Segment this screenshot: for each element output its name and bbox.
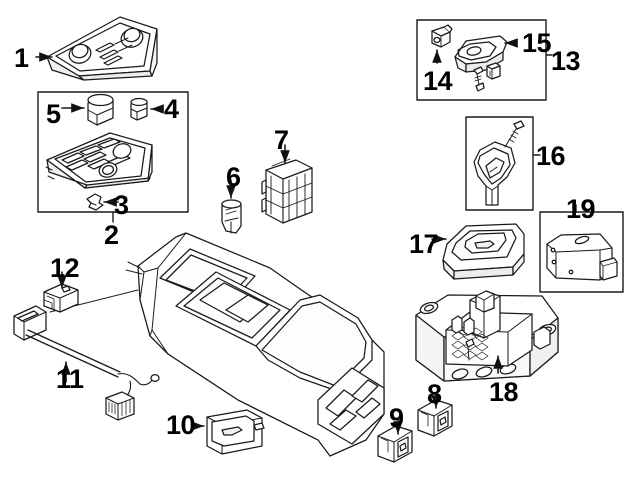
callout-label-16: 16 bbox=[536, 141, 566, 171]
callout-label-17: 17 bbox=[409, 229, 439, 259]
part-handle-bracket bbox=[486, 62, 501, 80]
callout-label-6: 6 bbox=[226, 162, 241, 192]
callout-label-15: 15 bbox=[522, 28, 552, 58]
callout-label-12: 12 bbox=[50, 253, 80, 283]
part-multi-switch-block bbox=[261, 158, 313, 224]
part-bulb-large bbox=[87, 93, 114, 126]
part-center-console bbox=[49, 232, 385, 457]
callout-label-9: 9 bbox=[389, 403, 404, 433]
part-shifter-base-assembly bbox=[415, 290, 559, 382]
callout-label-18: 18 bbox=[489, 377, 519, 407]
part-shift-knob bbox=[473, 120, 525, 206]
part-console-switch-panel bbox=[206, 409, 265, 455]
part-switch-clip bbox=[86, 193, 104, 211]
callout-label-13: 13 bbox=[551, 46, 581, 76]
part-shift-indicator-bezel bbox=[442, 223, 525, 280]
callout-label-10: 10 bbox=[166, 410, 196, 440]
part-handle-clip bbox=[431, 24, 453, 48]
part-power-window-switch bbox=[45, 132, 153, 189]
callout-label-19: 19 bbox=[566, 194, 596, 224]
callout-label-2: 2 bbox=[104, 220, 119, 250]
callout-label-1: 1 bbox=[14, 43, 29, 73]
part-bulb-small bbox=[130, 97, 148, 121]
part-climate-control-panel bbox=[46, 16, 158, 81]
callout-label-7: 7 bbox=[274, 125, 289, 155]
part-rocker-switch-right bbox=[417, 399, 453, 437]
callout-label-8: 8 bbox=[427, 379, 442, 409]
callout-label-14: 14 bbox=[423, 66, 453, 96]
part-shifter-side-cover bbox=[546, 233, 618, 281]
callout-label-5: 5 bbox=[46, 99, 61, 129]
part-rocker-switch-left bbox=[377, 425, 413, 463]
part-handle-screw bbox=[473, 66, 485, 92]
part-harness-connector bbox=[43, 283, 79, 313]
callout-label-11: 11 bbox=[56, 364, 84, 394]
part-shift-handle-cover bbox=[454, 35, 508, 73]
callout-label-4: 4 bbox=[164, 94, 179, 124]
part-wire-harness bbox=[13, 305, 160, 421]
callout-label-3: 3 bbox=[114, 190, 129, 220]
part-cigarette-lighter bbox=[221, 199, 242, 234]
